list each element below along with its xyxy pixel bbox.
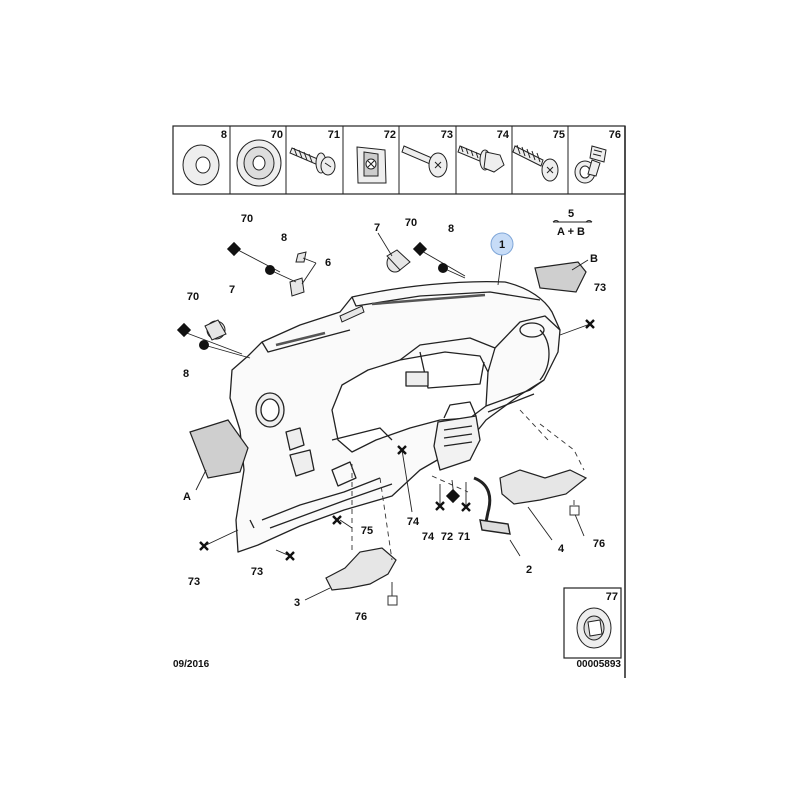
footer-reference: 00005893 [577,659,622,670]
callout-73: 73 [188,576,200,588]
callout-3: 3 [294,597,300,609]
callout-8: 8 [448,223,454,235]
callout-73: 73 [594,282,606,294]
dashboard-illustration [229,280,561,553]
callout-70: 70 [405,217,417,229]
leader-lines [183,232,591,601]
cross-markers [199,319,595,561]
callout-8: 8 [281,232,287,244]
cross-head-screw-icon [401,145,448,178]
callout-8: 8 [183,368,189,380]
marker-circle [438,263,448,273]
part-3-bracket [325,547,397,591]
hex-flange-screw-icon [457,145,505,173]
callout-2: 2 [526,564,532,576]
marker-square [226,241,242,257]
marker-circle [265,265,275,275]
hollow-square-markers [387,505,580,606]
fraction-numerator: 5 [568,208,574,220]
part-6-clip [289,251,307,297]
callout-70: 70 [187,291,199,303]
callout-labels: 1 B 70 8 6 7 70 8 70 7 8 73 A 74 74 72 7… [183,213,606,623]
callout-70: 70 [241,213,253,225]
part-7-fastener [204,249,411,341]
callout-7: 7 [374,222,380,234]
header-part-num: 72 [384,129,396,141]
fraction-denominator: A + B [557,226,585,238]
callout-76: 76 [593,538,605,550]
dashed-guides [351,409,585,595]
inset-part-77: 77 [563,587,622,659]
clip-nut-icon [356,146,387,184]
mounting-screw [339,305,365,323]
markers [176,241,461,504]
flange-screw-icon [289,147,336,176]
header-part-num: 8 [221,129,227,141]
kit-fraction: 5 A + B [552,208,593,238]
marker-square [445,488,461,504]
cup-washer-icon [236,139,282,187]
callout-74: 74 [422,531,435,543]
callout-6: 6 [325,257,331,269]
callout-7: 7 [229,284,235,296]
push-rivet-icon [574,145,607,184]
callout-76: 76 [355,611,367,623]
footer-date: 09/2016 [173,659,210,670]
self-tapping-screw-icon [512,144,559,182]
header-parts-row: 8 70 71 72 73 74 75 76 [172,125,626,195]
callout-b: B [590,253,598,265]
callout-a: A [183,491,191,503]
part-4-bracket [499,469,588,505]
callout-71: 71 [458,531,470,543]
marker-square [412,241,428,257]
callout-1-highlight [490,232,514,256]
header-part-num: 71 [328,129,340,141]
inset-num: 77 [606,591,618,603]
callout-1: 1 [499,239,505,251]
marker-square [176,322,192,338]
callout-73: 73 [251,566,263,578]
header-part-num: 73 [441,129,453,141]
grommet-icon [576,607,612,649]
flat-washer-icon [182,144,220,186]
part-a-mat [189,419,249,479]
header-part-num: 75 [553,129,565,141]
marker-circle [199,340,209,350]
part-2-strap [473,476,511,535]
callout-72: 72 [441,531,453,543]
callout-4: 4 [558,543,565,555]
callout-74: 74 [407,516,420,528]
header-part-num: 74 [497,129,510,141]
callout-75: 75 [361,525,373,537]
header-part-num: 76 [609,129,621,141]
header-part-num: 70 [271,129,283,141]
